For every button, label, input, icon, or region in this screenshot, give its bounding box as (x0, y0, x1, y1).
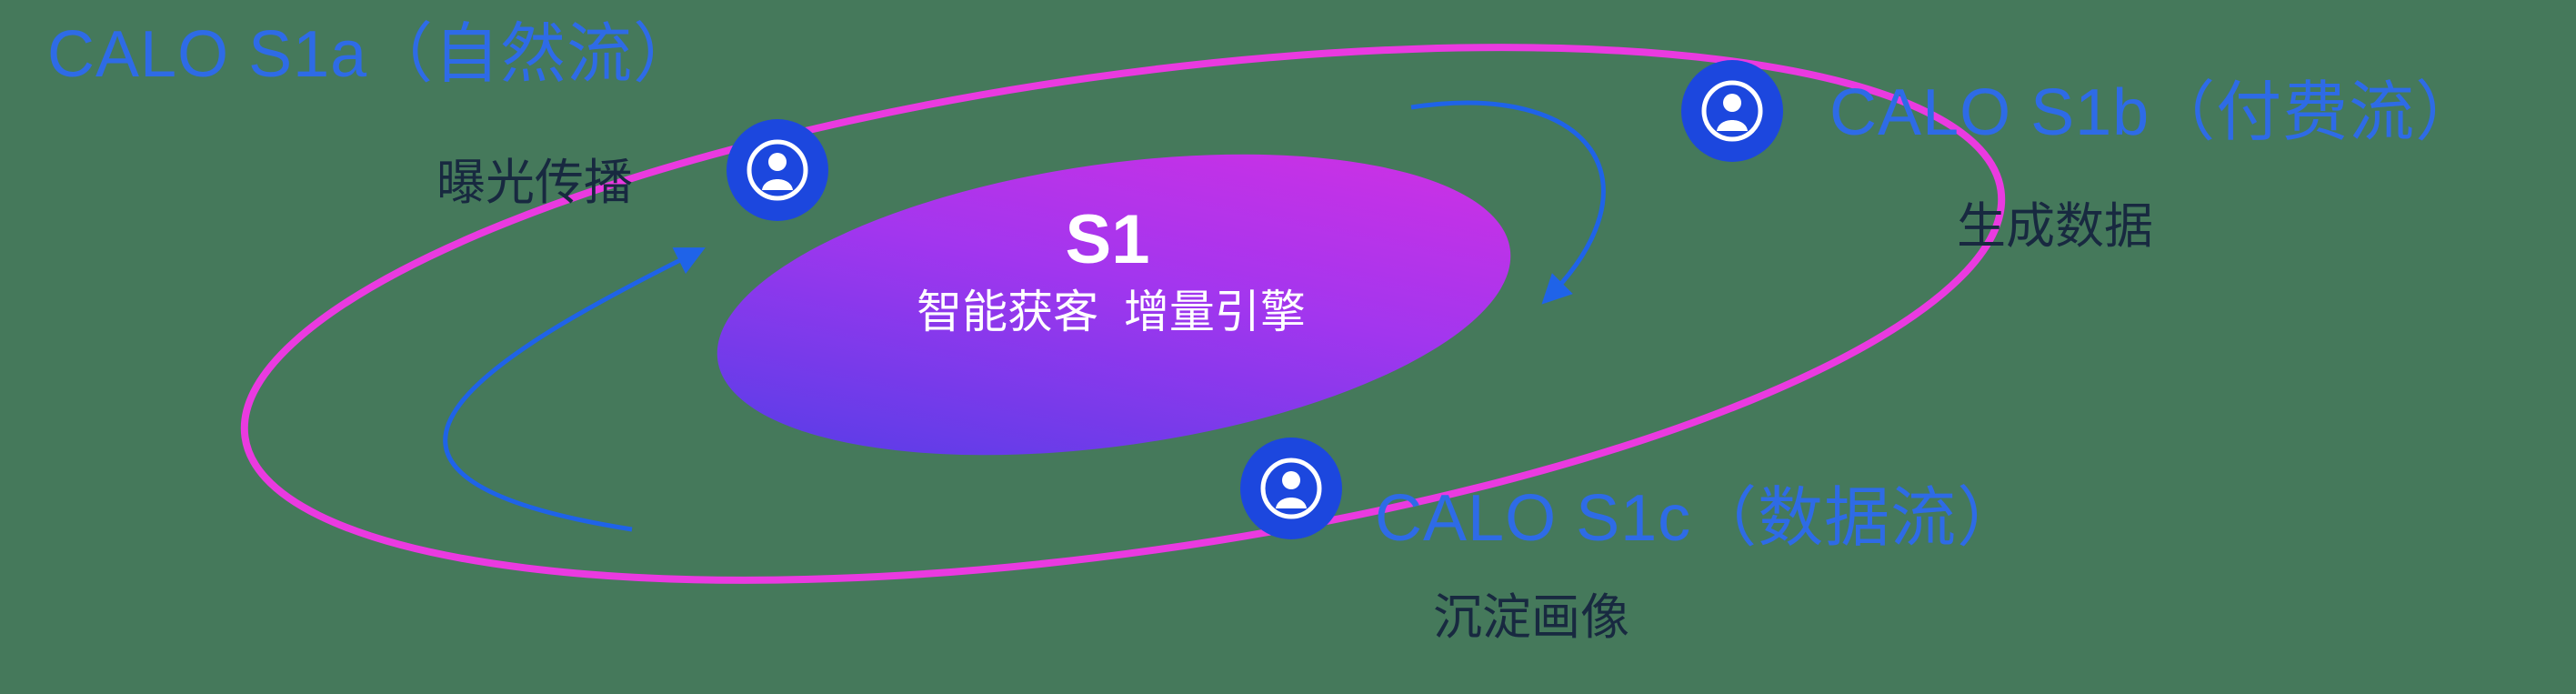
flow-arrow-left (443, 247, 706, 532)
label-s1b: CALO S1b（付费流） (1829, 76, 2482, 149)
flow-arrow-right (1410, 100, 1606, 305)
sublabel-s1c: 沉淀画像 (1433, 590, 1629, 645)
node-s1a (727, 119, 828, 221)
node-s1c (1240, 438, 1342, 539)
user-icon (1240, 438, 1342, 539)
core-ellipse (717, 154, 1511, 456)
core-title: S1 (1065, 201, 1150, 278)
sublabel-s1b: 生成数据 (1957, 199, 2153, 254)
user-icon (1681, 60, 1783, 162)
user-icon (727, 119, 828, 221)
sublabel-s1a: 曝光传播 (436, 156, 633, 210)
label-s1a: CALO S1a（自然流） (47, 18, 700, 91)
label-s1c: CALO S1c（数据流） (1375, 482, 2024, 555)
core-subtitle: 智能获客 增量引擎 (917, 287, 1306, 337)
orbit-ring (240, 44, 2006, 584)
node-s1b (1681, 60, 1783, 162)
